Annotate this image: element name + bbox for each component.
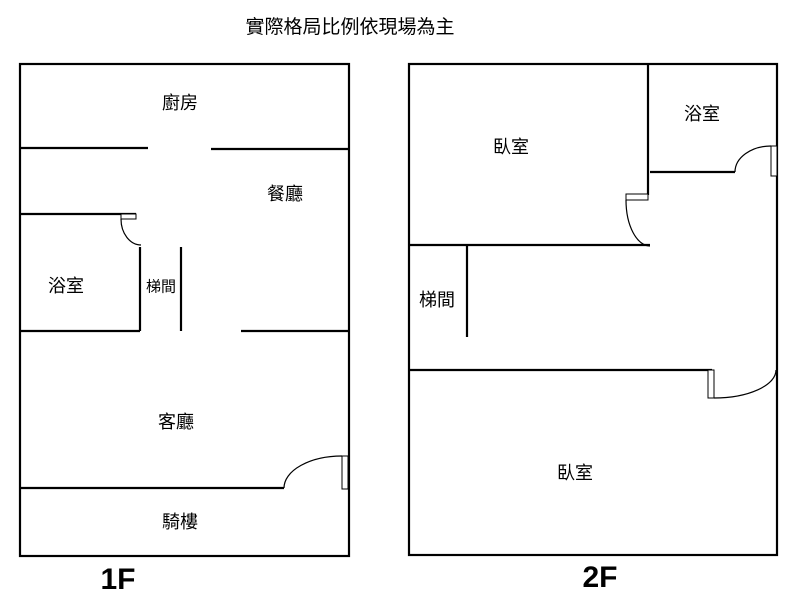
entrance-door-swing	[283, 455, 343, 489]
lower-bedroom-door-swing	[713, 369, 777, 399]
room-label-stair-2f: 梯間	[419, 290, 455, 311]
bath-door-leaf-2f	[770, 145, 778, 177]
bedroom-door-swing	[625, 199, 651, 247]
entrance-door-leaf	[341, 455, 349, 490]
room-label-kitchen: 廚房	[162, 93, 198, 114]
disclaimer-note: 實際格局比例依現場為主	[245, 16, 455, 38]
floor-label-1f: 1F	[100, 563, 136, 596]
room-label-living: 客廳	[158, 412, 194, 433]
floor-2f-plan	[407, 62, 779, 557]
room-label-bath-2f: 浴室	[684, 104, 720, 125]
bedroom-door-leaf	[625, 193, 649, 201]
floor-1f-plan	[18, 62, 351, 558]
room-label-bedroom-top: 臥室	[493, 137, 529, 158]
room-label-arcade: 騎樓	[162, 512, 198, 533]
lower-bedroom-door-leaf	[707, 369, 715, 399]
floor-label-2f: 2F	[582, 561, 618, 594]
floor-1f-outline	[18, 62, 351, 558]
bath-door-leaf	[120, 213, 137, 220]
bath-door-swing	[120, 218, 142, 246]
room-label-bedroom-bottom: 臥室	[557, 463, 593, 484]
floor-2f-outline	[407, 62, 779, 557]
bath-door-swing-2f	[734, 145, 772, 173]
room-label-stair-1f: 梯間	[145, 277, 177, 296]
room-label-dining: 餐廳	[267, 184, 303, 205]
room-label-bath-1f: 浴室	[48, 276, 84, 297]
